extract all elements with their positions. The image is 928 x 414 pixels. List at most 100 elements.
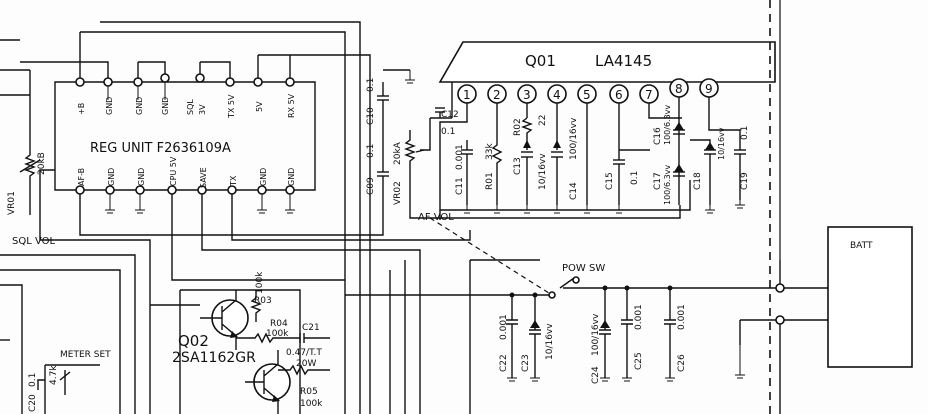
reg-bot-pin-8: GND	[287, 168, 296, 186]
c11-value: 0.001	[455, 144, 465, 170]
c10-value: 0.1	[366, 78, 376, 92]
c22-value: 0.001	[499, 314, 509, 340]
supply-cap-labels: 0.001 C22 C23 10/16vv C24 100/16vv C25 0…	[499, 304, 687, 384]
r05-ref: R05	[300, 387, 318, 397]
r03-value: 100k	[255, 271, 265, 294]
vr02-ref: VR02	[393, 181, 403, 205]
pin-4-label: 4	[553, 88, 561, 102]
ground-symbols-ic	[405, 70, 745, 214]
battery-box: BATT	[827, 226, 913, 368]
c23-value: 10/16vv	[545, 323, 555, 360]
pin-1-label: 1	[463, 88, 471, 102]
c19-ref: C19	[740, 172, 750, 190]
c15-ref: C15	[605, 172, 615, 190]
reg-top-pin-9: RX 5V	[287, 93, 296, 118]
vr01-ref: VR01	[7, 191, 17, 215]
c24-ref: C24	[591, 366, 601, 384]
reg-top-pin-2: GND	[105, 97, 114, 115]
r03-ref: R03	[254, 296, 272, 306]
reg-bot-pin-3: GND	[137, 168, 146, 186]
reg-unit-top-terminals	[75, 73, 295, 87]
reg-bot-pin-1: AF-B	[77, 168, 86, 186]
vr02-value: 20kA	[393, 141, 403, 165]
reg-bot-pin-6: TX	[229, 175, 238, 187]
reg-unit-top-pin-labels: +B GND GND GND SQL 3V TX 5V 5V RX 5V	[77, 93, 296, 119]
reg-top-pin-7: TX 5V	[227, 94, 236, 119]
r01-ref: R01	[485, 172, 495, 190]
c16-value: 100/6.3vv	[663, 105, 672, 145]
c17-value: 100/6.3vv	[663, 165, 672, 205]
vr01	[19, 70, 41, 215]
c24-value: 100/16vv	[591, 313, 601, 356]
ic-q01: Q01 LA4145	[438, 41, 776, 83]
ground-symbols-supply	[507, 345, 745, 382]
reg-unit-title: REG UNIT F2636109A	[90, 141, 231, 156]
pin-3-label: 3	[523, 88, 531, 102]
c14-value: 100/16vv	[569, 117, 579, 160]
pin-8-label: 8	[675, 82, 683, 96]
af-vol-pow-sw-link	[429, 217, 553, 296]
c24-polarity-icon	[600, 320, 610, 328]
meter-set-label: METER SET	[60, 350, 111, 360]
meter-set-area	[37, 364, 100, 414]
q02-label: Q02	[178, 332, 209, 350]
q02-bias-parts	[236, 290, 330, 376]
c14-polarity-icon	[553, 140, 561, 148]
c14-label: C14	[569, 182, 579, 200]
pow-sw-contact-b	[572, 276, 580, 284]
c25-ref: C25	[634, 352, 644, 370]
r02-value: 22	[538, 115, 548, 126]
reg-bot-pin-7: GND	[259, 168, 268, 186]
junction-dot	[509, 292, 515, 298]
batt-terminal-neg	[775, 315, 785, 325]
reg-top-pin-5: SQL	[186, 99, 195, 115]
r02-ref: R02	[513, 118, 523, 136]
af-vol-label: AF VOL	[418, 212, 454, 223]
c18-value: 10/16vv	[717, 127, 726, 160]
ic-q01-name: Q01	[525, 52, 556, 70]
q02-transistor	[200, 290, 249, 350]
reg-top-pin-6: 3V	[198, 104, 207, 115]
c19-value: 0.1	[740, 126, 750, 140]
pin-6-label: 6	[615, 88, 623, 102]
c12-value: 0.1	[441, 127, 455, 137]
left-bus-wiring	[0, 254, 301, 414]
reg-top-pin-4: GND	[161, 97, 170, 115]
sql-vol-label: SQL VOL	[12, 236, 56, 247]
reg-unit-bottom-pin-labels: AF-B GND GND CPU 5V SAVE TX GND GND	[77, 156, 296, 188]
meter-vr-value: 4.7k	[49, 365, 59, 385]
c18-polarity-icon	[705, 142, 715, 150]
c23-polarity-icon	[530, 320, 540, 328]
c16-polarity-icon	[674, 122, 684, 130]
c21-value: 0.47/T.T	[286, 348, 322, 358]
supply-capacitors	[506, 288, 676, 378]
pin-9-label: 9	[705, 82, 713, 96]
c22-ref: C22	[499, 354, 509, 372]
c13-polarity-icon	[523, 140, 531, 148]
reg-bot-pin-2: GND	[107, 168, 116, 186]
r05-value: 100k	[300, 399, 323, 409]
pow-sw-label: POW SW	[562, 263, 605, 274]
junction-dot	[624, 285, 630, 291]
junction-dot	[602, 285, 608, 291]
c17-ref: C17	[653, 172, 663, 190]
c09-value: 0.1	[366, 144, 376, 158]
r01-value: 33k	[485, 143, 495, 160]
ground-symbols-reg	[105, 82, 295, 214]
pow-sw-contact-a	[548, 291, 556, 299]
c21-voltage: 20W	[296, 359, 316, 369]
meter-c-ref: C20	[28, 394, 38, 412]
r04-ref: R04	[270, 319, 288, 329]
ic-q01-part: LA4145	[595, 52, 652, 70]
c09-ref: C09	[366, 177, 376, 195]
junction-dot	[532, 292, 538, 298]
batt-terminal-pos	[775, 283, 785, 293]
c26-value: 0.001	[677, 304, 687, 330]
ic-components	[377, 69, 746, 230]
pin-7-label: 7	[645, 88, 653, 102]
c23-ref: C23	[521, 354, 531, 372]
c26-ref: C26	[677, 354, 687, 372]
c16-ref: C16	[653, 127, 663, 145]
junction-dot	[667, 285, 673, 291]
